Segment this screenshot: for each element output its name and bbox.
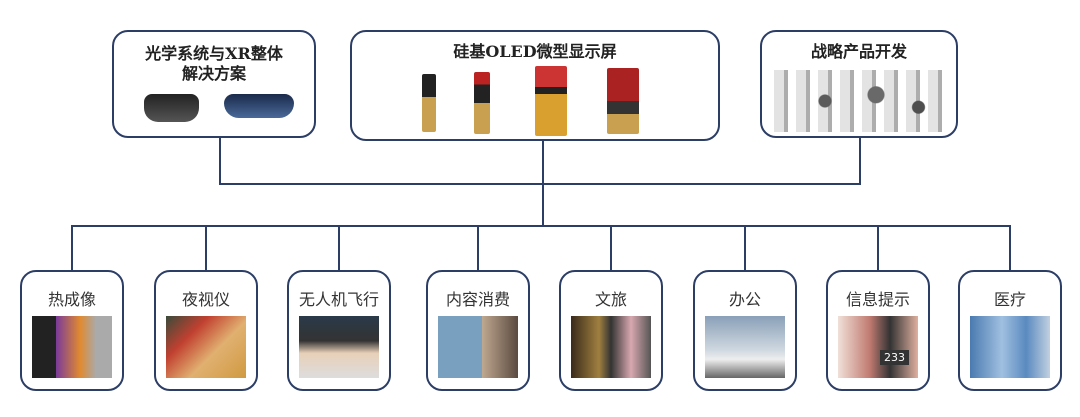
application-photo <box>838 316 918 378</box>
application-photo <box>438 316 518 378</box>
connector <box>71 225 73 271</box>
connector <box>877 225 879 271</box>
connector <box>859 137 861 184</box>
box-title: 光学系统与XR整体 <box>145 44 283 63</box>
application-label: 无人机飞行 <box>298 290 379 309</box>
xr-goggles-image <box>144 94 199 122</box>
connector <box>219 137 221 184</box>
connector <box>205 225 207 271</box>
application-box-5: 办公 <box>693 270 797 391</box>
application-photo <box>571 316 651 378</box>
box-title: 解决方案 <box>181 64 246 83</box>
application-photo <box>705 316 785 378</box>
application-photo <box>299 316 379 378</box>
microdisplay-image <box>474 72 490 134</box>
application-label: 医疗 <box>993 290 1026 309</box>
application-photo <box>32 316 112 378</box>
strategic-product-development-box: 战略产品开发 <box>760 30 958 138</box>
application-box-1: 夜视仪 <box>154 270 258 391</box>
connector <box>1009 225 1011 271</box>
product-components-image <box>774 70 944 132</box>
application-label: 办公 <box>728 290 761 309</box>
application-box-0: 热成像 <box>20 270 124 391</box>
box-title: 战略产品开发 <box>810 42 907 61</box>
application-photo <box>970 316 1050 378</box>
connector <box>338 225 340 271</box>
connector <box>477 225 479 271</box>
hud-reading: 233 <box>880 350 909 365</box>
application-label: 信息提示 <box>845 290 910 309</box>
application-label: 内容消费 <box>445 290 510 309</box>
application-box-6: 信息提示 233 <box>826 270 930 391</box>
connector <box>744 225 746 271</box>
connector <box>610 225 612 271</box>
connector <box>71 225 1011 227</box>
xr-glasses-image <box>224 94 294 118</box>
application-box-3: 内容消费 <box>426 270 530 391</box>
application-label: 文旅 <box>594 290 627 309</box>
box-title: 硅基OLED微型显示屏 <box>453 42 617 61</box>
silicon-oled-microdisplay-box: 硅基OLED微型显示屏 <box>350 30 720 141</box>
microdisplay-image <box>535 66 567 136</box>
application-label: 夜视仪 <box>181 290 230 309</box>
optics-xr-solution-box: 光学系统与XR整体 解决方案 <box>112 30 316 138</box>
application-box-4: 文旅 <box>559 270 663 391</box>
application-photo <box>166 316 246 378</box>
application-box-7: 医疗 <box>958 270 1062 391</box>
microdisplay-image <box>422 74 436 132</box>
connector <box>219 183 861 185</box>
application-label: 热成像 <box>47 290 96 309</box>
application-box-2: 无人机飞行 <box>287 270 391 391</box>
microdisplay-image <box>607 68 639 134</box>
